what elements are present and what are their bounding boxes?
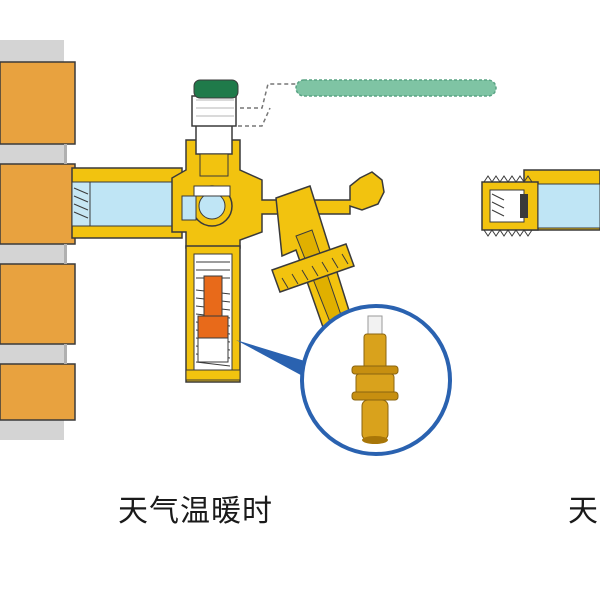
thermostatic-housing: [185, 245, 241, 383]
green-handle-bar: [295, 79, 497, 97]
thermostat-element-base: [197, 315, 229, 339]
thermostat-element: [203, 275, 223, 317]
valve-handle: [238, 79, 497, 127]
wall-brick: [0, 61, 76, 145]
ball-valve-water: [198, 192, 226, 220]
caption-right-partial: 天: [568, 494, 599, 529]
wall-brick: [0, 263, 76, 345]
brick-wall: [0, 40, 76, 440]
wall-brick: [0, 163, 76, 245]
right-pipe-water: [537, 183, 600, 229]
valve-stem-cap: [191, 95, 237, 127]
valve-stem: [195, 123, 233, 155]
caption-warm-weather: 天气温暖时: [118, 494, 273, 529]
green-cap: [193, 79, 239, 99]
main-pipe: [71, 167, 183, 239]
thermostatic-cartridge-photo-icon: [300, 304, 452, 456]
right-pipe-fitting: [481, 169, 600, 237]
callout-pointer: [236, 340, 310, 380]
pipe-water: [89, 181, 183, 227]
wall-brick: [0, 363, 76, 421]
valve-body: [171, 79, 385, 249]
